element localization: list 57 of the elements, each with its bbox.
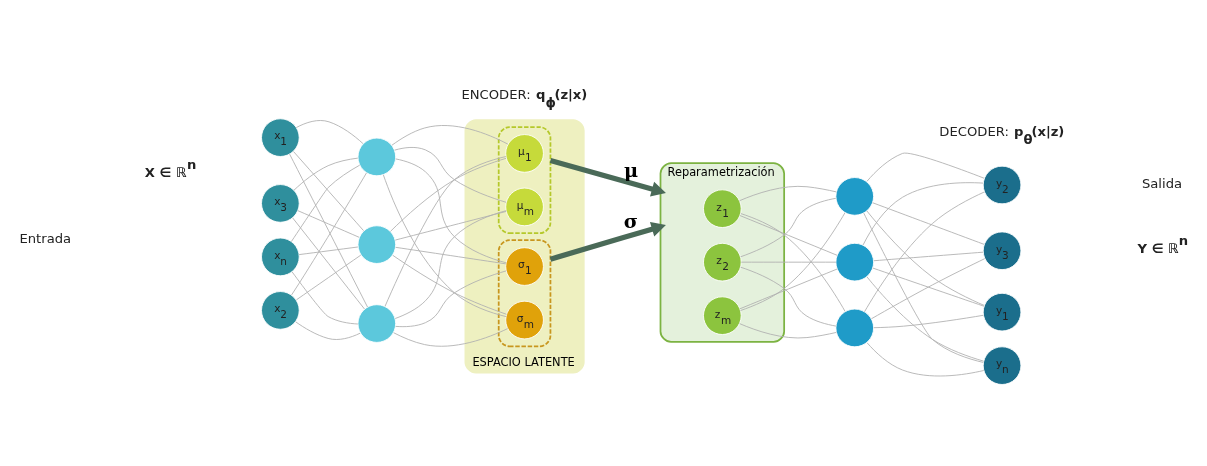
- connector: [866, 210, 985, 306]
- connector: [863, 212, 984, 363]
- connector: [295, 321, 361, 340]
- connector: [873, 251, 984, 262]
- cluster: [497, 126, 552, 235]
- connector: [382, 174, 507, 318]
- connector: [392, 254, 507, 315]
- node-circle: [835, 177, 875, 216]
- connector: [872, 267, 985, 307]
- connector: [739, 323, 837, 339]
- connector: [393, 328, 509, 347]
- node-circle: [835, 308, 875, 348]
- connector: [394, 147, 507, 203]
- node-circle: [357, 137, 397, 177]
- label: Entrada: [19, 231, 72, 247]
- node-circle: [357, 225, 397, 264]
- connector: [739, 268, 838, 310]
- connector: [391, 125, 509, 146]
- connector: [395, 246, 507, 265]
- connector: [289, 153, 368, 308]
- connector: [298, 246, 359, 256]
- connector: [862, 182, 984, 246]
- connector: [872, 202, 985, 245]
- connector: [291, 164, 361, 242]
- connector: [390, 157, 507, 232]
- connector: [864, 191, 985, 313]
- connector: [297, 210, 360, 238]
- connector: [384, 156, 507, 307]
- connector: [866, 152, 985, 182]
- connector: [873, 314, 984, 329]
- edge-label: μ: [624, 158, 639, 182]
- connector: [394, 210, 507, 319]
- connector: [291, 172, 367, 296]
- connector: [739, 185, 837, 202]
- node-circle: [357, 304, 397, 343]
- connector: [866, 342, 985, 377]
- node-circle: [835, 242, 875, 282]
- connector: [739, 215, 838, 256]
- connector: [296, 254, 362, 301]
- connector: [293, 157, 359, 191]
- label: Salida: [1141, 176, 1183, 192]
- arrow: [549, 157, 666, 197]
- arrow: [549, 221, 666, 262]
- connector: [295, 120, 364, 144]
- connector: [291, 271, 359, 325]
- connector: [740, 261, 837, 263]
- connector: [395, 158, 507, 264]
- connector: [866, 276, 984, 362]
- connector: [395, 270, 507, 328]
- connector: [740, 266, 837, 327]
- connector: [293, 151, 364, 232]
- connector: [870, 258, 986, 320]
- connector: [394, 211, 507, 241]
- cluster: [497, 239, 552, 348]
- connector: [292, 217, 365, 310]
- edge-label: σ: [623, 210, 638, 234]
- connector: [740, 197, 837, 258]
